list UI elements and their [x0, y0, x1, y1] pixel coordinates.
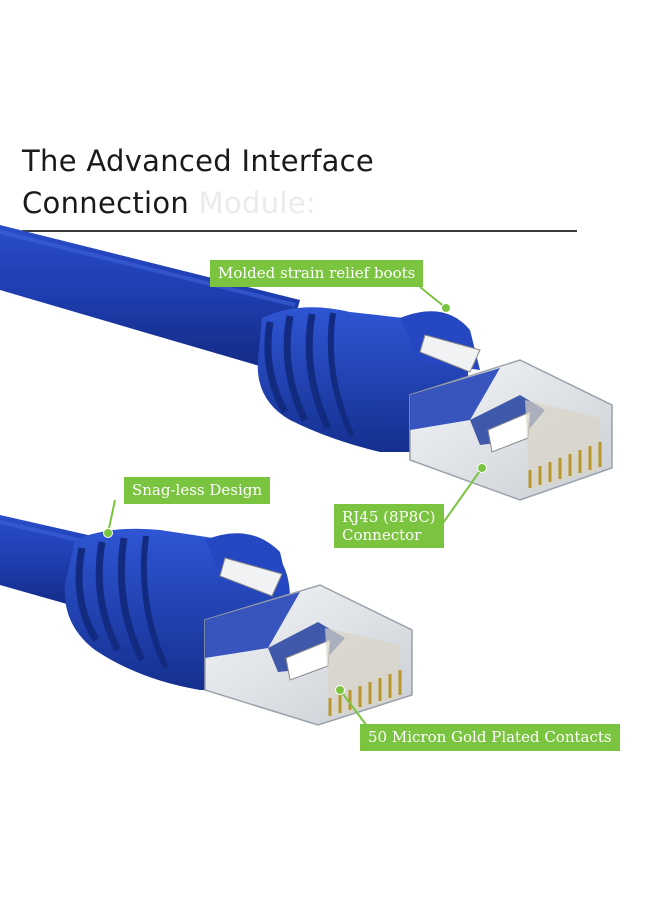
title-line-2: Connection — [22, 186, 190, 220]
callout-dot-snag — [103, 528, 113, 538]
callout-dot-rj45 — [477, 463, 487, 473]
callout-rj45-line-2: Connector — [342, 526, 422, 544]
callout-molded-strain-relief-boots: Molded strain relief boots — [210, 260, 424, 287]
title-divider — [22, 230, 577, 232]
title-line-2-faded: Module: — [198, 186, 316, 220]
title-line-1: The Advanced Interface — [22, 144, 375, 178]
callout-rj45-line-1: RJ45 (8P8C) — [342, 508, 436, 526]
callout-gold-plated-contacts: 50 Micron Gold Plated Contacts — [360, 724, 620, 751]
top-rj45-connector — [409, 334, 613, 501]
callout-rj45-connector: RJ45 (8P8C) Connector — [334, 504, 444, 548]
callout-dot-contacts — [335, 685, 345, 695]
callout-snag-less-design: Snag-less Design — [124, 477, 271, 504]
page-title: The Advanced Interface Connection Module… — [22, 140, 374, 224]
callout-dot-boots — [441, 303, 451, 313]
top-cable — [0, 225, 300, 372]
